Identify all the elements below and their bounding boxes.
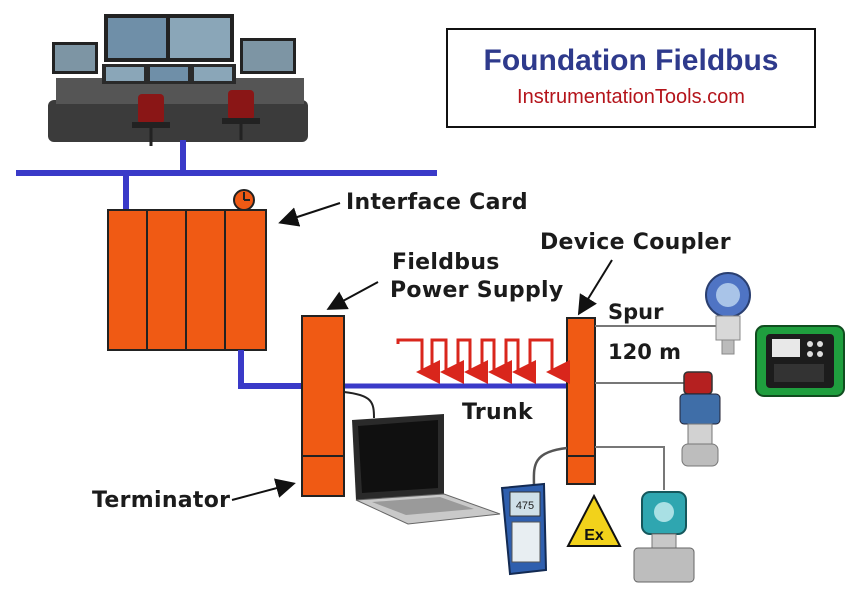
- interface-to-trunk: [238, 350, 304, 389]
- communicator-display-text: 475: [516, 500, 534, 512]
- terminator-pointer: [231, 478, 296, 501]
- page-title: Foundation Fieldbus: [483, 44, 779, 77]
- terminator-label: Terminator: [92, 488, 231, 513]
- control-room-icon: [48, 14, 308, 146]
- handheld-communicator-icon: [500, 482, 548, 576]
- ex-hazard-icon: [566, 493, 622, 547]
- power-supply-label-line1: Fieldbus: [392, 250, 500, 275]
- power-supply-label-line2: Power Supply: [390, 278, 564, 303]
- spur-cable-dp: [595, 446, 665, 490]
- laptop-cable: [343, 391, 375, 419]
- device-coupler-pointer: [577, 259, 613, 316]
- ex-mark-text: Ex: [584, 527, 604, 544]
- spur-label: Spur: [608, 300, 664, 324]
- signal-waveform: [396, 338, 570, 384]
- differential-pressure-transmitter-icon: [633, 491, 695, 583]
- interface-card: [107, 209, 267, 351]
- title-box: Foundation Fieldbus InstrumentationTools…: [446, 28, 816, 128]
- power-supply-module: [301, 315, 345, 497]
- interface-card-pointer: [278, 202, 341, 227]
- page-subtitle: InstrumentationTools.com: [517, 86, 745, 108]
- power-supply-pointer: [326, 281, 379, 310]
- device-coupler-label: Device Coupler: [540, 230, 731, 255]
- spur-cable-handheld: [532, 446, 568, 489]
- pressure-transmitter-icon: [705, 272, 751, 355]
- trunk-label: Trunk: [462, 400, 533, 425]
- spur-length-label: 120 m: [608, 340, 682, 364]
- documenting-calibrator-icon: [755, 325, 845, 397]
- device-coupler-module: [566, 317, 596, 485]
- laptop-icon: [352, 414, 501, 525]
- control-valve-icon: [679, 371, 721, 467]
- interface-card-label: Interface Card: [346, 190, 528, 215]
- clock-icon: [233, 189, 255, 211]
